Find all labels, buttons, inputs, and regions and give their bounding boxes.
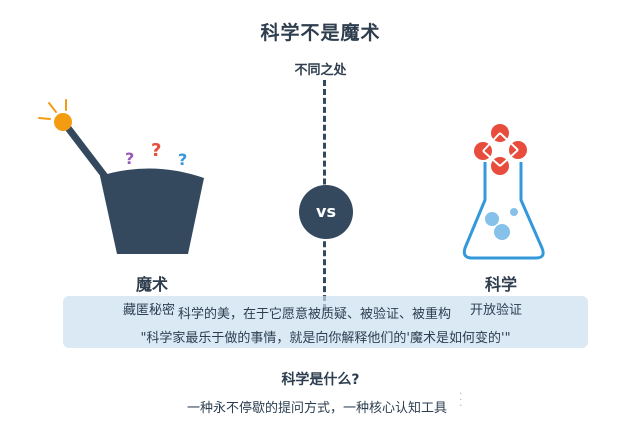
wand-tip xyxy=(54,113,72,131)
question-heading: 科学是什么? xyxy=(281,372,360,388)
science-beauty-text: 科学的美，在于它愿意被质疑、被验证、被重构 xyxy=(178,307,452,322)
wand-stick xyxy=(61,120,114,187)
magic-description: 藏匿秘密 xyxy=(123,303,176,318)
atom-molecule-icon xyxy=(474,124,527,175)
question-mark-purple: ? xyxy=(125,149,135,168)
bubble-3 xyxy=(494,224,510,240)
magic-label: 魔术 xyxy=(135,275,168,294)
hat-body xyxy=(100,168,204,254)
science-label: 科学 xyxy=(484,275,517,294)
science-description: 开放验证 xyxy=(470,303,523,318)
info-box xyxy=(63,296,588,348)
question-mark-blue: ? xyxy=(178,150,188,169)
page-subtitle: 不同之处 xyxy=(294,63,347,78)
bubble-2 xyxy=(510,208,518,216)
bubble-1 xyxy=(485,212,499,226)
ellipsis-icon: ··· xyxy=(459,387,463,412)
flask-outline xyxy=(462,162,545,260)
vs-badge: vs xyxy=(299,185,353,239)
answer-text: 一种永不停歇的提问方式，一种核心认知工具 xyxy=(187,401,448,416)
page-title: 科学不是魔术 xyxy=(260,22,381,44)
question-mark-red: ? xyxy=(151,140,162,161)
wand-sparkle-icon xyxy=(38,99,67,120)
scientist-quote: "科学家最乐于做的事情，就是向你解释他们的'魔术是如何变的'" xyxy=(140,331,511,346)
